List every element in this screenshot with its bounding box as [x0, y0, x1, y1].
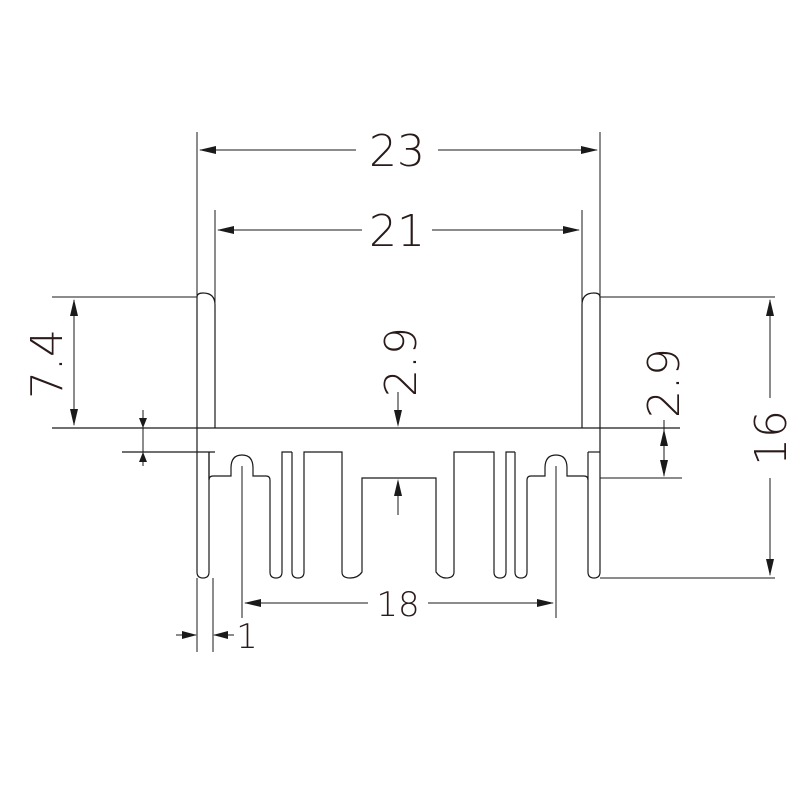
- right-wall-outer: [587, 297, 601, 579]
- dim-base-thickness: 2.9: [376, 327, 427, 515]
- dim-overall-width: 23: [196, 126, 601, 297]
- right-wall-top: [581, 292, 601, 428]
- dim-label-wall-thickness: 1: [236, 617, 258, 657]
- dim-overall-height: 16: [746, 299, 797, 576]
- fin-2: [291, 451, 515, 579]
- profile-outline: [52, 292, 775, 579]
- fin-3: [514, 452, 589, 579]
- dim-label-fin-span: 18: [376, 585, 419, 625]
- left-wall-outer: [196, 297, 210, 579]
- dim-label-fin-depth: 2.9: [639, 348, 690, 418]
- dim-label-overall-width: 23: [369, 126, 425, 177]
- dim-upper-height: 7.4: [22, 299, 78, 426]
- dim-fin-depth: 2.9: [639, 348, 690, 477]
- dim-label-inner-width: 21: [369, 206, 425, 257]
- dim-wall-thickness: 1: [176, 578, 258, 657]
- fin-1: [208, 451, 292, 579]
- dim-base-left-tick: [139, 410, 147, 466]
- dim-fin-span: 18: [241, 466, 557, 625]
- dim-inner-width: 21: [214, 206, 583, 428]
- dim-label-base-thickness: 2.9: [376, 327, 427, 397]
- dim-label-upper-height: 7.4: [22, 329, 73, 399]
- dim-label-overall-height: 16: [746, 410, 797, 466]
- left-wall-top: [196, 292, 216, 428]
